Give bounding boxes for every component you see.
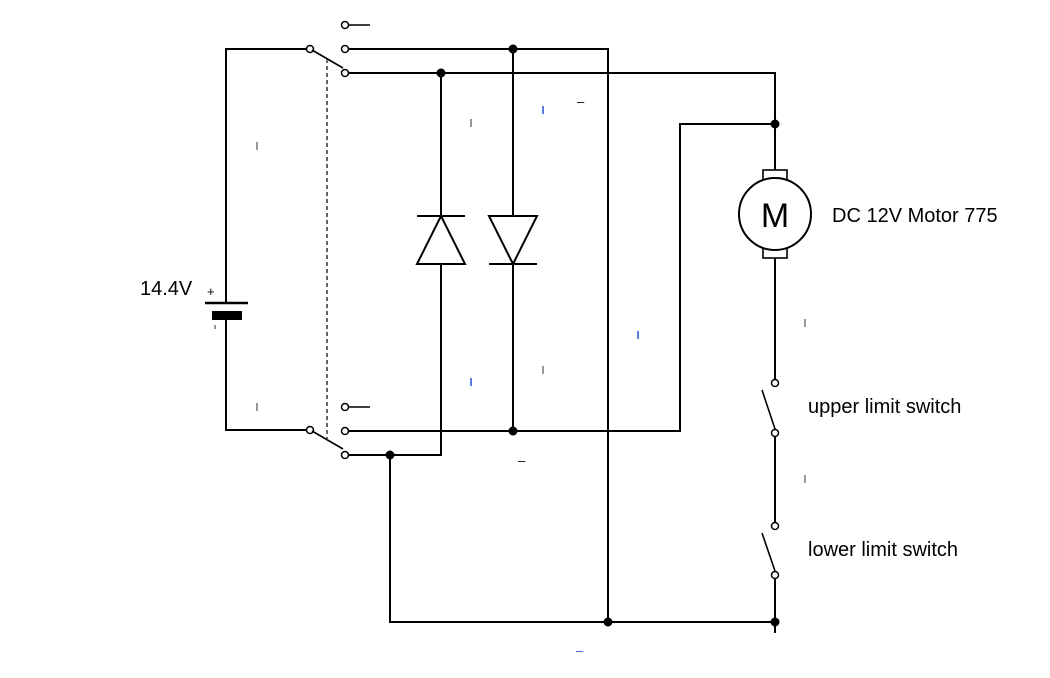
wire-battery-bottom (225, 327, 307, 431)
battery-voltage-label: 14.4V (140, 278, 193, 300)
junction-nodes (385, 44, 780, 627)
diode-left (415, 213, 467, 265)
motor-label: DC 12V Motor 775 (832, 205, 998, 227)
lower-limit-switch[interactable]: lower limit switch (761, 504, 958, 580)
lower-limit-switch-label: lower limit switch (808, 539, 958, 561)
dpdt-switch[interactable] (305, 20, 371, 460)
bottom-minus-mark: – (576, 643, 584, 658)
battery-plus-sign: + (207, 284, 215, 299)
diode-right (487, 215, 539, 267)
wiring (348, 48, 776, 633)
annotation-ticks (256, 106, 806, 483)
battery-branch: 14.4V + (140, 48, 308, 431)
motor: M DC 12V Motor 775 (738, 169, 998, 259)
upper-switch-blade (761, 389, 776, 430)
motor-circle (738, 177, 812, 251)
motor-symbol: M (761, 197, 789, 235)
upper-limit-switch-label: upper limit switch (808, 396, 961, 418)
top-minus-mark: – (577, 94, 585, 109)
upper-limit-switch[interactable]: upper limit switch (761, 361, 961, 438)
dpdt-bottom-common-terminal (305, 425, 315, 435)
lower-switch-blade (761, 532, 776, 572)
battery-negative-plate (212, 311, 242, 320)
dpdt-top-common-terminal (305, 44, 315, 54)
mid-minus-mark: – (518, 453, 526, 468)
